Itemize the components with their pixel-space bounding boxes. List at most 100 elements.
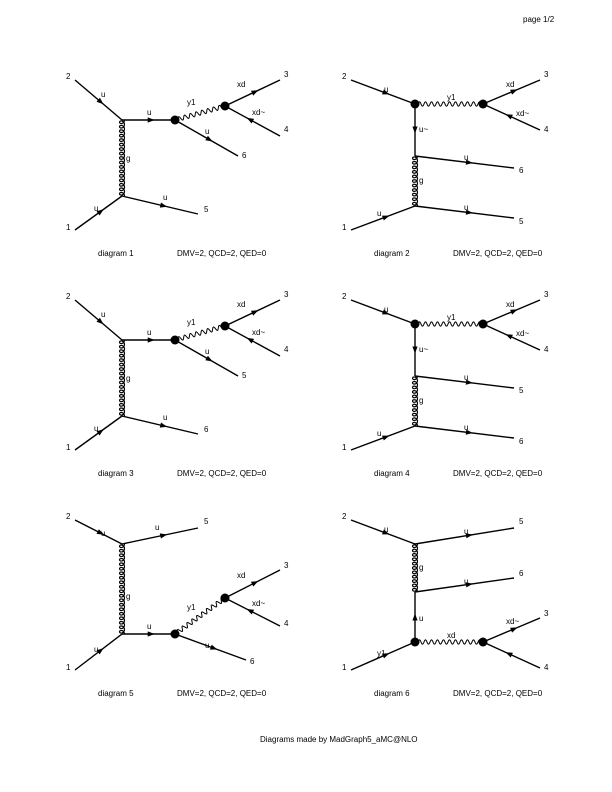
arrow-marker [96, 648, 104, 655]
fermion-line [121, 415, 199, 435]
particle-out-lower-label: 6 [519, 437, 524, 446]
arrow-marker [96, 317, 104, 325]
particle-out-upper-label: 5 [242, 371, 247, 380]
arrow-marker [465, 533, 473, 539]
coupling-orders: DMV=2, QCD=2, QED=0 [177, 249, 267, 258]
particle-1-label: 1 [66, 663, 71, 672]
effective-vertex [410, 99, 420, 109]
label-u-lower: u [464, 203, 468, 212]
particle-4-label: 4 [544, 125, 549, 134]
arrow-marker [412, 126, 418, 134]
label-u-incoming-lower: u [94, 645, 98, 654]
label-u-incoming-lower: u [377, 429, 381, 438]
label-xd-bar: xd~ [516, 109, 529, 118]
label-u-incoming: u [384, 85, 388, 94]
arrow-marker [412, 346, 418, 354]
particle-3-label: 3 [284, 70, 289, 79]
label-u-incoming: u [384, 525, 388, 534]
label-y1: xd [447, 631, 455, 640]
arrow-marker [382, 435, 390, 441]
arrow-marker [510, 309, 518, 315]
label-xd-bar: xd~ [252, 599, 265, 608]
particle-1-label: 1 [66, 223, 71, 232]
arrow-marker [412, 613, 418, 621]
label-u-outgoing: u [205, 641, 209, 650]
particle-3-label: 3 [284, 290, 289, 299]
arrow-marker [465, 159, 473, 165]
gluon-propagator [118, 119, 126, 197]
coupling-orders: DMV=2, QCD=2, QED=0 [177, 689, 267, 698]
label-u-incoming: u [101, 90, 105, 99]
label-u-outgoing: u [205, 127, 209, 136]
footer-credit: Diagrams made by MadGraph5_aMC@NLO [260, 735, 418, 744]
y1-propagator [174, 324, 225, 343]
y1-propagator [414, 639, 484, 645]
arrow-marker [159, 533, 168, 539]
label-y1: y1 [187, 318, 196, 327]
particle-out-upper-label: 6 [242, 151, 247, 160]
fermion-line [414, 375, 515, 389]
y1-propagator [414, 101, 484, 107]
effective-vertex [220, 321, 230, 331]
effective-vertex [478, 319, 488, 329]
particle-3-label: 3 [544, 290, 549, 299]
label-xd-bar: xd~ [252, 328, 265, 337]
arrow-marker [382, 89, 390, 95]
particle-4-label: 4 [284, 345, 289, 354]
label-y1: y1 [187, 603, 196, 612]
fermion-line [121, 195, 199, 215]
label-u-incoming-lower: u [94, 204, 98, 213]
arrow-marker [465, 429, 473, 435]
effective-vertex [170, 335, 180, 345]
label-g: g [126, 154, 130, 163]
arrow-marker [381, 653, 390, 659]
label-y1: y1 [447, 313, 456, 322]
arrow-marker [147, 631, 155, 637]
diagram-caption: diagram 3 [98, 469, 134, 478]
y1-propagator [414, 321, 484, 327]
label-u-middle: u [464, 577, 468, 586]
particle-3-label: 3 [544, 609, 549, 618]
label-u-upper: u [155, 523, 159, 532]
diagram-caption: diagram 6 [374, 689, 410, 698]
arrow-marker [382, 529, 390, 535]
arrow-marker [465, 379, 473, 385]
arrow-marker [505, 652, 513, 658]
gluon-propagator [411, 375, 419, 427]
label-g: g [419, 176, 423, 185]
arrow-marker [382, 215, 390, 221]
particle-4-label: 4 [544, 345, 549, 354]
fermion-line [414, 205, 515, 219]
label-u-internal: u [419, 614, 423, 623]
particle-out-lower-label: 6 [250, 657, 255, 666]
gluon-propagator [411, 543, 419, 593]
label-u-outgoing-lower: u [163, 413, 167, 422]
particle-out-upper-label: 5 [204, 517, 209, 526]
fermion-line [414, 155, 515, 169]
label-u-internal: u [147, 108, 151, 117]
effective-vertex [220, 593, 230, 603]
label-u-incoming: u [101, 310, 105, 319]
particle-out-lower-label: 5 [519, 217, 524, 226]
particle-out-middle-label: 6 [519, 569, 524, 578]
arrow-marker [159, 422, 168, 428]
arrow-marker [96, 429, 104, 436]
particle-4-label: 4 [284, 125, 289, 134]
arrow-marker [246, 609, 255, 615]
diagram-caption: diagram 5 [98, 689, 134, 698]
arrow-marker [246, 117, 255, 124]
label-xd: xd [237, 571, 245, 580]
label-u-bar: u~ [419, 125, 428, 134]
arrow-marker [505, 114, 513, 120]
arrow-marker [250, 581, 259, 587]
coupling-orders: DMV=2, QCD=2, QED=0 [453, 689, 543, 698]
label-u-incoming-lower: u [94, 424, 98, 433]
effective-vertex [478, 637, 488, 647]
particle-out-lower-label: 5 [204, 205, 209, 214]
arrow-marker [205, 135, 213, 142]
